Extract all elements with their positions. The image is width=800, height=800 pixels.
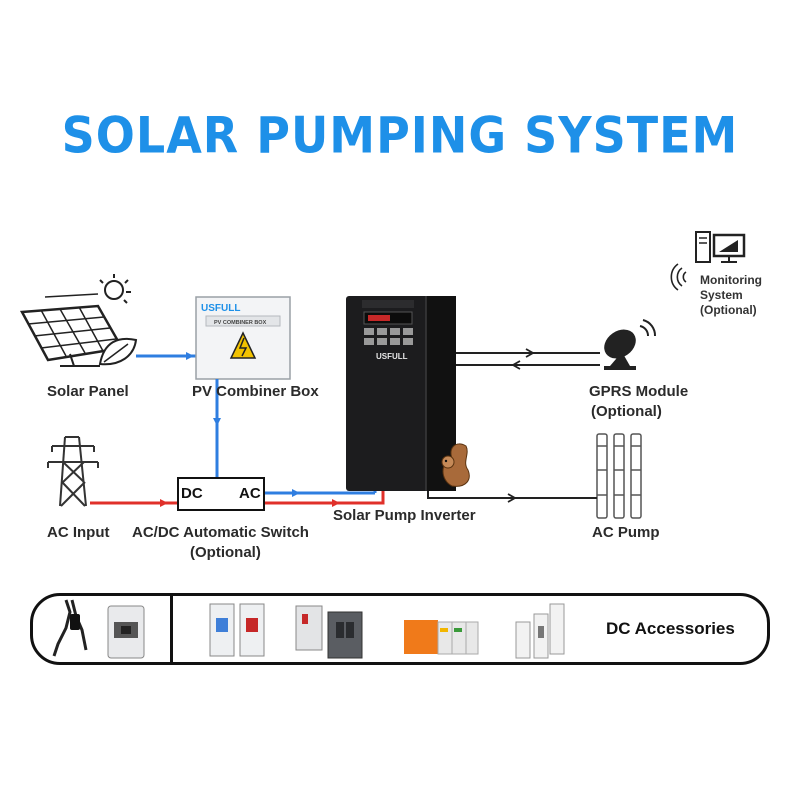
solar-pump-inverter-icon [346, 296, 456, 491]
combiner-plate: PV COMBINER BOX [214, 320, 267, 326]
acdc-switch-optional: (Optional) [190, 544, 261, 561]
arrow-icon [213, 418, 221, 426]
squirrel-icon [441, 443, 470, 487]
power-tower-icon [47, 436, 99, 507]
gprs-module-label: GPRS Module [589, 383, 689, 400]
ac-pump-label: AC Pump [592, 524, 660, 541]
monitoring-label-line2: System [700, 288, 743, 302]
gprs-module-optional: (Optional) [591, 403, 662, 420]
dc-breaker-icon [209, 603, 265, 657]
arrow-icon [511, 360, 521, 370]
combiner-brand: USFULL [201, 303, 240, 314]
solar-pump-inverter-label: Solar Pump Inverter [333, 507, 476, 524]
ac-input-label: AC Input [47, 524, 110, 541]
solar-panel-label: Solar Panel [47, 383, 129, 400]
dc-isolator-icon [107, 605, 145, 659]
pv-combiner-box-label: PV Combiner Box [192, 383, 319, 400]
surge-protector-icon [404, 620, 479, 655]
accessories-bar [30, 593, 770, 665]
switch-dc-label: DC [181, 485, 203, 502]
arrow-icon [507, 493, 517, 503]
arrow-icon [160, 499, 168, 507]
fuse-holder-icon [515, 603, 565, 659]
ac-wire-switch-inverter [265, 488, 385, 505]
page-title: SOLAR PUMPING SYSTEM [61, 105, 739, 165]
acdc-switch-label: AC/DC Automatic Switch [132, 524, 309, 541]
dc-accessories-label: DC Accessories [606, 619, 735, 638]
satellite-dish-icon [604, 319, 657, 370]
arrow-icon [292, 489, 300, 497]
switch-ac-label: AC [239, 485, 261, 502]
ac-wire-inverter-pump [427, 491, 597, 499]
arrow-icon [332, 499, 340, 507]
inverter-brand: USFULL [376, 352, 408, 361]
solar-panel-icon [19, 274, 138, 367]
accessories-divider [170, 593, 173, 665]
wifi-signal-icon [670, 263, 687, 291]
computer-icon [695, 231, 746, 263]
monitoring-label-line3: (Optional) [700, 303, 757, 317]
arrow-icon [525, 348, 535, 358]
ac-pump-icon [596, 433, 642, 519]
monitoring-label-line1: Monitoring [700, 273, 762, 287]
arrow-icon [186, 352, 194, 360]
mccb-icon [295, 605, 363, 659]
pv-combiner-box-icon [195, 296, 291, 380]
acdc-switch-box [177, 477, 265, 511]
